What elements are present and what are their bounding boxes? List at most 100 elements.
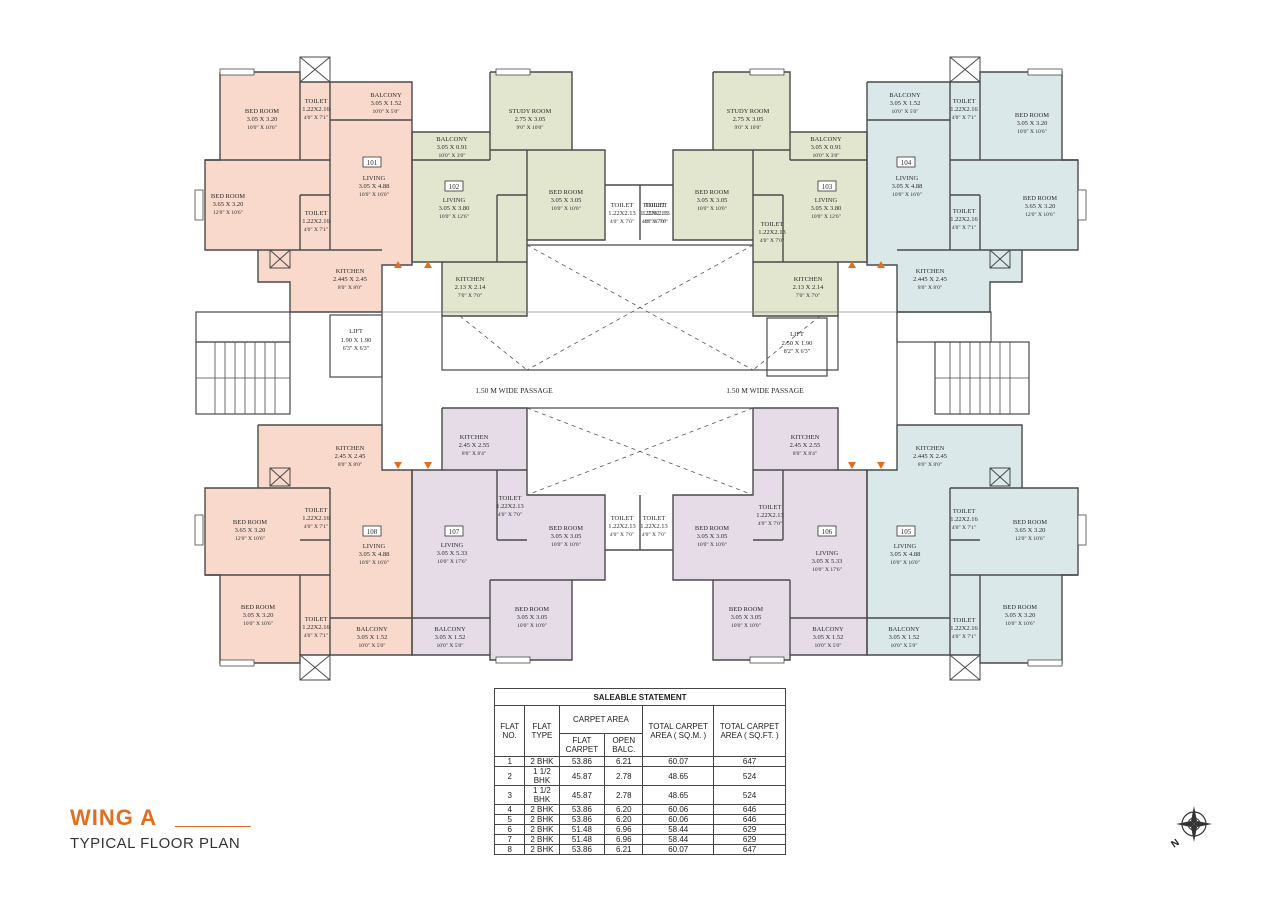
- room-dims: 3.65 X 3.20: [1025, 203, 1056, 210]
- cell-sqm: 48.65: [642, 766, 715, 786]
- room-dims: 1.22X2.16: [950, 216, 978, 223]
- cell-type: 2 BHK: [524, 804, 560, 815]
- room-name: KITCHEN: [456, 276, 485, 283]
- room-dims: 3.05 X 3.05: [697, 533, 728, 540]
- wing-title-underline: [175, 826, 251, 827]
- room-dims: 3.05 X 3.05: [551, 533, 582, 540]
- room-imperial: 9'0" X 10'0": [517, 125, 544, 131]
- room-imperial: 10'0" X 16'0": [890, 560, 920, 566]
- room-imperial: 4'0" X 7'1": [304, 633, 328, 639]
- cell-flat-no: 3: [493, 785, 526, 805]
- room-dims: 3.05 X 3.80: [811, 205, 842, 212]
- cell-sqm: 60.07: [642, 756, 715, 767]
- cell-flat-no: 4: [493, 804, 526, 815]
- room-imperial: 10'0" X 5'0": [373, 109, 400, 115]
- room-dims: 3.05 X 4.88: [890, 551, 921, 558]
- room-imperial: 4'0" X 7'0": [760, 238, 784, 244]
- cell-sqm: 60.07: [642, 844, 715, 855]
- room-name: LIVING: [363, 543, 386, 550]
- room-dims: 3.05 X 4.88: [359, 551, 390, 558]
- cell-flat-no: 5: [493, 814, 526, 825]
- room-imperial: 10'0" X 10'0": [517, 623, 547, 629]
- room-name: BED ROOM: [1023, 195, 1057, 202]
- room-imperial: 10'0" X 10'6": [1005, 621, 1035, 627]
- duct-right: [896, 311, 992, 343]
- room-imperial: 10'0" X 16'0": [892, 192, 922, 198]
- room-imperial: 8'0" X 8'4": [462, 451, 486, 457]
- room-imperial: 4'0" X 7'1": [952, 525, 976, 531]
- flat-104-fill: [867, 72, 1078, 312]
- room-name: BALCONY: [888, 626, 920, 633]
- room-name: BALCONY: [889, 92, 921, 99]
- header-carpet-area: CARPET AREA: [558, 705, 644, 734]
- cell-carpet: 45.87: [558, 766, 606, 786]
- room-name: BED ROOM: [549, 189, 583, 196]
- room-imperial: 10'0" X 10'0": [697, 206, 727, 212]
- cell-carpet: 51.48: [558, 834, 606, 845]
- cell-carpet: 51.48: [558, 824, 606, 835]
- entry-markers: [394, 261, 885, 469]
- room-name: BALCONY: [436, 136, 468, 143]
- room-name: TOILET: [953, 617, 976, 624]
- cell-type: 1 1/2 BHK: [524, 766, 560, 786]
- flat-number-106: 106: [822, 528, 833, 536]
- room-dims: 3.05 X 3.20: [247, 116, 278, 123]
- header-total-sqm: TOTAL CARPET AREA ( SQ.M. ): [642, 705, 715, 757]
- room-name: TOILET: [305, 616, 328, 623]
- room-imperial: 10'0" X 10'6": [247, 125, 277, 131]
- room-imperial: 7'0" X 7'0": [796, 293, 820, 299]
- cell-flat-no: 8: [493, 844, 526, 855]
- flat-101-fill: [205, 72, 412, 312]
- room-name: BED ROOM: [549, 525, 583, 532]
- cell-sqm: 60.06: [642, 814, 715, 825]
- room-imperial: 4'0" X 7'1": [952, 634, 976, 640]
- cell-type: 2 BHK: [524, 844, 560, 855]
- room-name: LIVING: [816, 550, 839, 557]
- flat-number-102: 102: [449, 183, 460, 191]
- room-name: LIVING: [896, 175, 919, 182]
- room-imperial: 4'0" X 7'0": [758, 521, 782, 527]
- room-dims: 3.05 X 5.33: [812, 558, 843, 565]
- lift-right-imperial: 8'2" X 6'3": [784, 349, 811, 355]
- room-dims: 3.05 X 3.20: [243, 612, 274, 619]
- room-dims: 3.05 X 1.52: [435, 634, 466, 641]
- room-dims: 1.22X2.13: [758, 229, 785, 236]
- room-imperial: 10'0" X 5'0": [437, 643, 464, 649]
- room-dims: 1.22X2.16: [950, 106, 978, 113]
- flat-107-fill: [412, 408, 605, 660]
- room-name: TOILET: [761, 221, 784, 228]
- room-imperial: 4'0" X 7'1": [304, 524, 328, 530]
- stair-treads: [196, 342, 1029, 414]
- room-name: TOILET: [611, 202, 634, 209]
- room-dims: 1.22X2.13: [608, 210, 635, 217]
- flat-number-boxes: [362, 156, 916, 537]
- room-dims: 3.05 X 1.52: [890, 100, 921, 107]
- room-dims: 1.22X2.13: [756, 512, 783, 519]
- cell-balc: 6.20: [604, 814, 644, 825]
- room-imperial: 8'0" X 8'0": [918, 285, 942, 291]
- room-dims: 3.05 X 3.05: [731, 614, 762, 621]
- room-name: BALCONY: [370, 92, 402, 99]
- flat-102-fill: [412, 72, 605, 316]
- room-name: LIVING: [894, 543, 917, 550]
- room-name: TOILET: [643, 202, 666, 209]
- room-imperial: 7'0" X 7'0": [458, 293, 482, 299]
- room-dims: 3.05 X 4.88: [892, 183, 923, 190]
- header-flat-no: FLAT NO.: [493, 705, 526, 757]
- room-dims: 3.65 X 3.20: [1015, 527, 1046, 534]
- cell-sqft: 647: [713, 844, 786, 855]
- room-dims: 3.05 X 3.05: [517, 614, 548, 621]
- room-name: LIVING: [815, 197, 838, 204]
- room-name: TOILET: [305, 507, 328, 514]
- room-dims: 2.445 X 2.45: [913, 453, 947, 460]
- cell-sqft: 629: [713, 834, 786, 845]
- room-imperial: 8'0" X 8'4": [793, 451, 817, 457]
- cell-carpet: 53.86: [558, 804, 606, 815]
- room-dims: 1.22X2.16: [950, 625, 978, 632]
- cell-type: 2 BHK: [524, 824, 560, 835]
- room-name: TOILET: [953, 98, 976, 105]
